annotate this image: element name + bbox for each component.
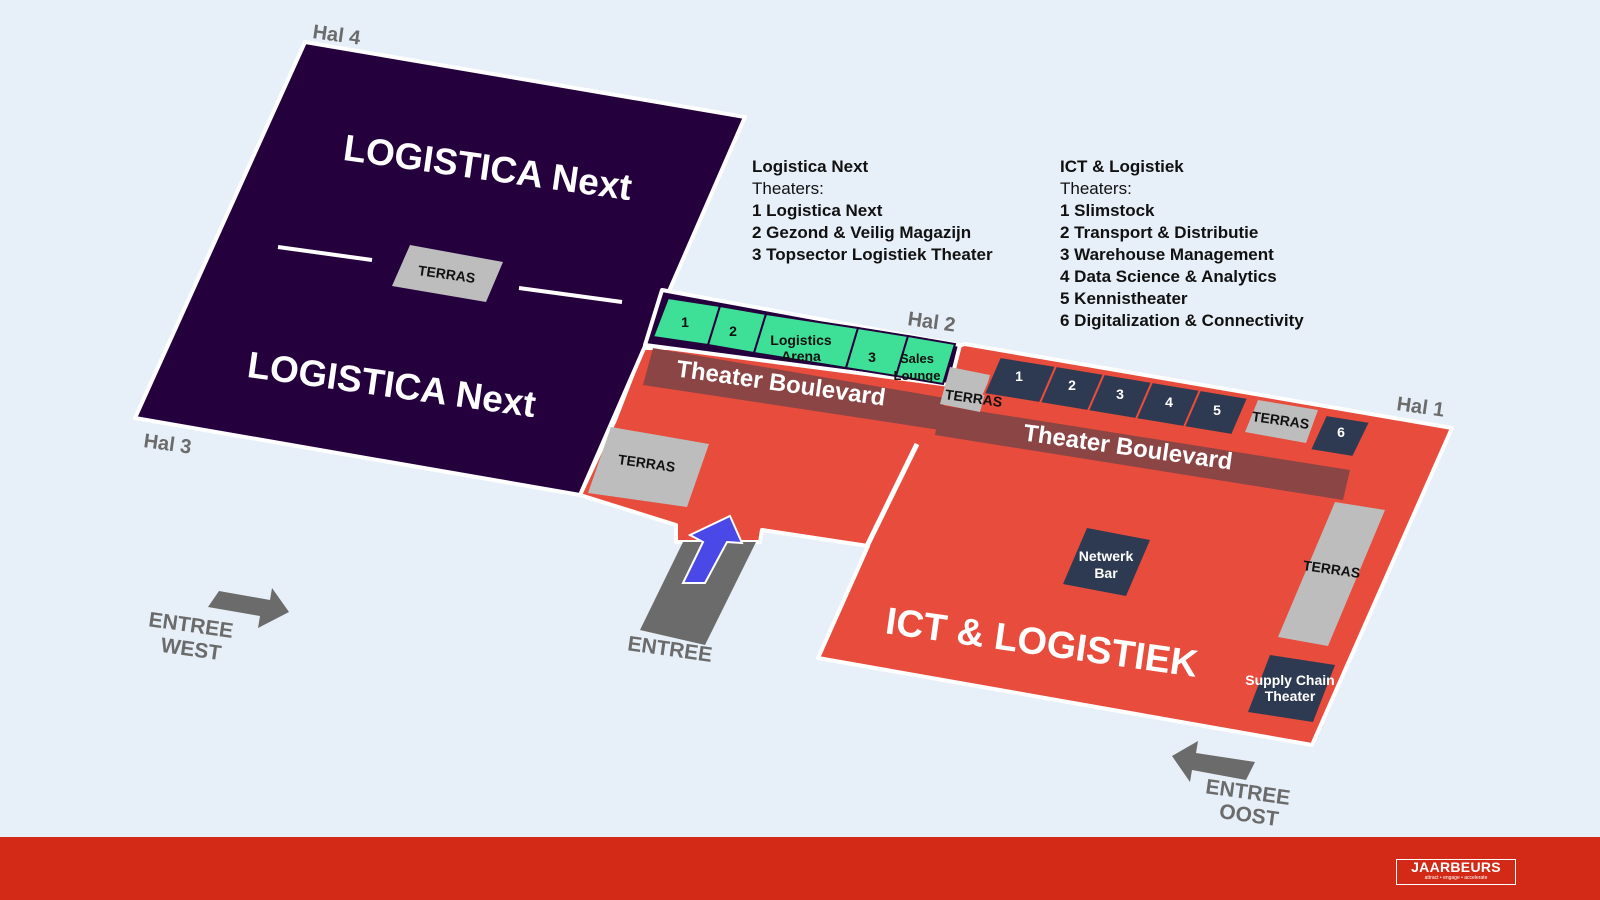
ict-room-5[interactable]	[1182, 388, 1250, 437]
hal2-label: Hal 2	[906, 308, 956, 336]
separator-right	[518, 286, 623, 304]
legend-ict-subtitle: Theaters:	[1060, 179, 1132, 198]
sales-lounge-label-2: Lounge	[894, 368, 941, 383]
terras-vertical[interactable]	[1278, 502, 1385, 646]
legend-ict-title: ICT & Logistiek	[1060, 157, 1184, 176]
logo-name: JAARBEURS	[1411, 859, 1501, 875]
green-room-2-label: 2	[729, 323, 737, 339]
hal3-label: Hal 3	[142, 430, 192, 458]
ict-room-6[interactable]	[1308, 413, 1372, 459]
ict-logistiek-hall	[578, 342, 1454, 747]
jaarbeurs-logo[interactable]: JAARBEURS attract • engage • accelerate	[1396, 859, 1516, 885]
terras-vertical-label: TERRAS	[1302, 557, 1361, 581]
ict-room-3-label: 3	[1116, 386, 1124, 402]
netwerk-bar-label-2: Bar	[1094, 565, 1118, 581]
terras-small-label: TERRAS	[944, 386, 1003, 410]
sales-lounge[interactable]	[894, 334, 957, 386]
green-room-1-label: 1	[681, 314, 689, 330]
terras-middle-label: TERRAS	[1251, 408, 1310, 432]
legend-logistica-item: 1 Logistica Next	[752, 201, 883, 220]
terras-logistica-label: TERRAS	[417, 262, 476, 286]
green-room-3-label: 3	[868, 349, 876, 365]
legend-ict-item: 1 Slimstock	[1060, 201, 1155, 220]
separator-left	[277, 245, 373, 262]
supply-chain-label-2: Theater	[1265, 688, 1316, 704]
legend-ict-logistiek: ICT & Logistiek Theaters: 1 Slimstock 2 …	[1060, 156, 1304, 332]
netwerk-bar-label-1: Netwerk	[1079, 548, 1134, 564]
legend-logistica-subtitle: Theaters:	[752, 179, 824, 198]
terras-middle[interactable]	[1245, 400, 1318, 443]
supply-chain-theater[interactable]	[1248, 655, 1335, 722]
theater-boulevard-band-right	[935, 405, 1350, 500]
entree-west-arrow[interactable]	[208, 588, 289, 628]
legend-logistica-item: 3 Topsector Logistiek Theater	[752, 245, 993, 264]
green-rooms	[651, 296, 957, 386]
terras-logistica[interactable]	[392, 245, 503, 302]
terras-left-ict[interactable]	[588, 427, 709, 507]
legend-ict-item: 5 Kennistheater	[1060, 289, 1188, 308]
logistics-arena-label-1: Logistics	[770, 332, 832, 348]
legend-ict-item: 4 Data Science & Analytics	[1060, 267, 1277, 286]
footer-bar	[0, 837, 1600, 900]
ict-room-1-label: 1	[1015, 368, 1023, 384]
ict-room-2-label: 2	[1068, 377, 1076, 393]
legend-ict-item: 2 Transport & Distributie	[1060, 223, 1259, 242]
ict-room-6-label: 6	[1337, 424, 1345, 440]
legend-ict-item: 3 Warehouse Management	[1060, 245, 1274, 264]
navy-rooms	[982, 355, 1372, 459]
legend-logistica-title: Logistica Next	[752, 157, 869, 176]
terras-left-ict-label: TERRAS	[617, 451, 676, 475]
supply-chain-label-1: Supply Chain	[1245, 672, 1334, 688]
sales-lounge-label-1: Sales	[900, 351, 934, 366]
logistics-arena-label-2: Arena	[781, 348, 821, 364]
logo-tagline: attract • engage • accelerate	[1424, 875, 1488, 881]
main-entrance-arrow[interactable]	[681, 514, 744, 584]
legend-logistica-item: 2 Gezond & Veilig Magazijn	[752, 223, 972, 242]
netwerk-bar[interactable]	[1063, 528, 1150, 596]
entree-oost-arrow[interactable]	[1172, 741, 1255, 782]
ict-room-4-label: 4	[1165, 394, 1173, 410]
main-entrance-path	[640, 542, 756, 645]
terras-small[interactable]	[940, 367, 990, 412]
legend-logistica-next: Logistica Next Theaters: 1 Logistica Nex…	[752, 156, 993, 266]
theater-boulevard-band-left	[643, 348, 945, 430]
legend-ict-item: 6 Digitalization & Connectivity	[1060, 311, 1304, 330]
ict-room-5-label: 5	[1213, 402, 1221, 418]
hal1-label: Hal 1	[1395, 393, 1445, 421]
